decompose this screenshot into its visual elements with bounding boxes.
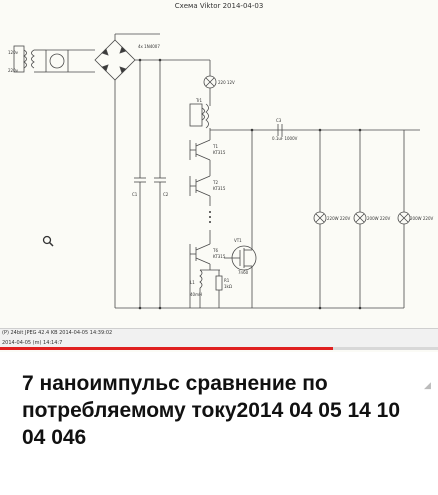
label-c3-value: 0.1uF 1000V (272, 136, 298, 141)
status-line-2: 2014-04-05 (m) 14:14:7 (2, 340, 63, 346)
circuit-schematic: 120v 220v 4x 1N4007 220 12V Tr1 C1 C2 C3… (8, 33, 433, 310)
label-t6: T6 (212, 248, 218, 253)
label-t2: T2 (212, 180, 218, 185)
label-src1: 120v (8, 50, 19, 55)
zoom-icon[interactable] (42, 235, 54, 247)
label-lamp3: 200W 220V (410, 216, 433, 221)
label-trans: Tr1 (195, 98, 203, 103)
label-src2: 220v (8, 68, 19, 73)
schematic-title: Схема Viktor 2014-04-03 (174, 2, 264, 10)
label-c1: C1 (132, 192, 138, 197)
label-l1: L1 (190, 280, 195, 285)
label-r1-value: 1kΩ (224, 284, 232, 289)
label-lamp1: 220W 220V (327, 216, 350, 221)
label-l1-value: 40mH (190, 292, 202, 297)
label-t1-part: KT315 (213, 150, 226, 155)
status-bar: (P) 24bit JPEG 42.4 KB 2014-04-05 14:39:… (0, 328, 438, 349)
label-t1: T1 (212, 144, 218, 149)
label-c2: C2 (163, 192, 169, 197)
label-r1: R1 (224, 278, 230, 283)
label-bridge: 4x 1N4007 (138, 44, 160, 49)
label-lamp2: 200W 220V (367, 216, 390, 221)
label-vt1: VT1 (234, 238, 242, 243)
video-caption: 7 наноимпульс сравнение по потребляемому… (22, 372, 401, 449)
label-t2-part: KT315 (213, 186, 226, 191)
expand-corner-icon[interactable]: ◢ (424, 380, 431, 390)
label-c3: C3 (276, 118, 282, 123)
video-progress-fill (0, 347, 333, 350)
status-line-1: (P) 24bit JPEG 42.4 KB 2014-04-05 14:39:… (2, 330, 113, 336)
label-vt1-part: 7n60 (238, 270, 249, 275)
image-viewer[interactable]: Схема Viktor 2014-04-03 (0, 0, 438, 352)
video-progress-bar[interactable] (0, 347, 438, 350)
label-t6-part: KT315 (213, 254, 226, 259)
label-lamp-top: 220 12V (218, 80, 235, 85)
